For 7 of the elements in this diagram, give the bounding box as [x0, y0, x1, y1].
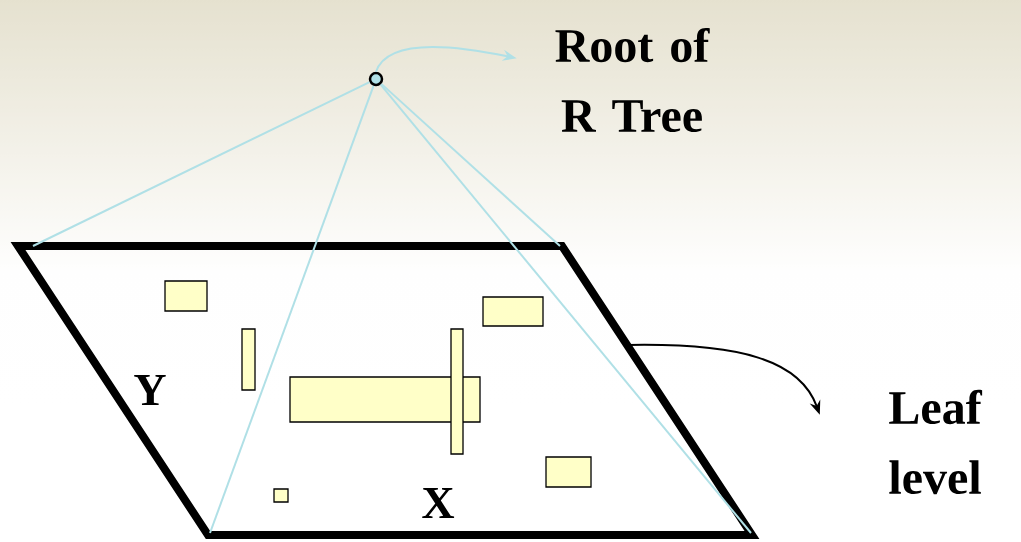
pyramid-line: [209, 84, 375, 534]
axis-label: X: [422, 487, 455, 519]
callout-text: Root of R Tree: [555, 27, 710, 133]
callout-text: Leaf level: [889, 389, 983, 495]
pyramid-line: [380, 82, 561, 247]
axis-label: Y: [134, 374, 166, 406]
pyramid-line: [32, 81, 371, 247]
